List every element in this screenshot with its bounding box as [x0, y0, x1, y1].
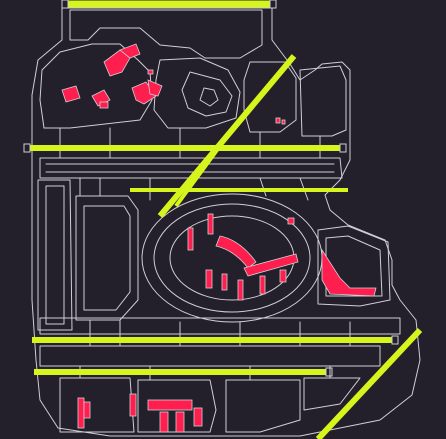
- building-nw-3: [61, 85, 81, 103]
- building-nw-2: [119, 43, 141, 59]
- mid-north-taxi-band-inner: [45, 163, 335, 173]
- building-nw-7: [99, 101, 109, 109]
- building-nw-8: [147, 69, 154, 75]
- runway-1-cap-east: [269, 0, 277, 9]
- north-inner-loop-2: [199, 87, 219, 107]
- west-taxi-column-inner: [45, 185, 65, 325]
- central-terminal-loop-mid: [153, 203, 311, 313]
- south-bldg-2: [83, 401, 91, 419]
- central-bldg-1: [187, 227, 194, 251]
- building-nw-1: [103, 49, 131, 77]
- west-center-apron-inner: [83, 205, 131, 311]
- runway-2-cap-west: [23, 143, 31, 153]
- runway-2-cap-east: [339, 143, 347, 153]
- south-east-block: [225, 379, 301, 433]
- runway-5-cap-east: [325, 367, 333, 377]
- north-inner-loop: [181, 71, 233, 117]
- runway-6: [157, 54, 297, 218]
- buildings: [61, 43, 377, 433]
- west-taxi-column: [37, 179, 73, 331]
- north-apron-outline: [69, 9, 263, 59]
- building-nw-6: [147, 79, 163, 97]
- east-terminal: [321, 248, 377, 297]
- runway-7: [174, 144, 222, 208]
- north-east-block: [243, 61, 297, 133]
- south-bldg-7: [193, 407, 203, 427]
- mid-north-taxi-band: [39, 157, 343, 179]
- runway-1-cap-west: [61, 0, 69, 9]
- north-east-small-block: [299, 65, 347, 137]
- building-ne-1: [275, 117, 281, 124]
- central-pier-2: [221, 273, 228, 291]
- east-apron: [317, 225, 391, 307]
- south-bldg-3: [129, 393, 137, 417]
- south-east-strip: [303, 377, 361, 411]
- airport-perimeter: [31, 7, 421, 437]
- central-bldg-3: [287, 217, 295, 225]
- south-bldg-6: [175, 411, 185, 433]
- mid-south-taxi-band: [39, 317, 401, 335]
- central-terminal-wing: [243, 253, 299, 277]
- building-ne-2: [281, 119, 286, 125]
- central-pier-4: [259, 275, 266, 295]
- central-pier-1: [205, 269, 213, 289]
- central-bldg-2: [207, 213, 214, 235]
- building-nw-5: [131, 81, 157, 105]
- runways: [30, 0, 423, 439]
- south-center-block: [137, 379, 217, 433]
- south-bldg-5: [159, 411, 169, 433]
- central-pier-5: [279, 269, 287, 283]
- runway-4-cap-east: [391, 335, 399, 345]
- south-west-block: [59, 377, 135, 433]
- runway-caps: [23, 0, 399, 377]
- west-center-apron: [75, 195, 139, 321]
- south-bldg-1: [77, 397, 85, 429]
- central-pier-3: [237, 279, 244, 301]
- south-bldg-4: [147, 399, 193, 411]
- runway-8: [315, 327, 423, 439]
- mid-south-taxi-band-2: [39, 345, 381, 367]
